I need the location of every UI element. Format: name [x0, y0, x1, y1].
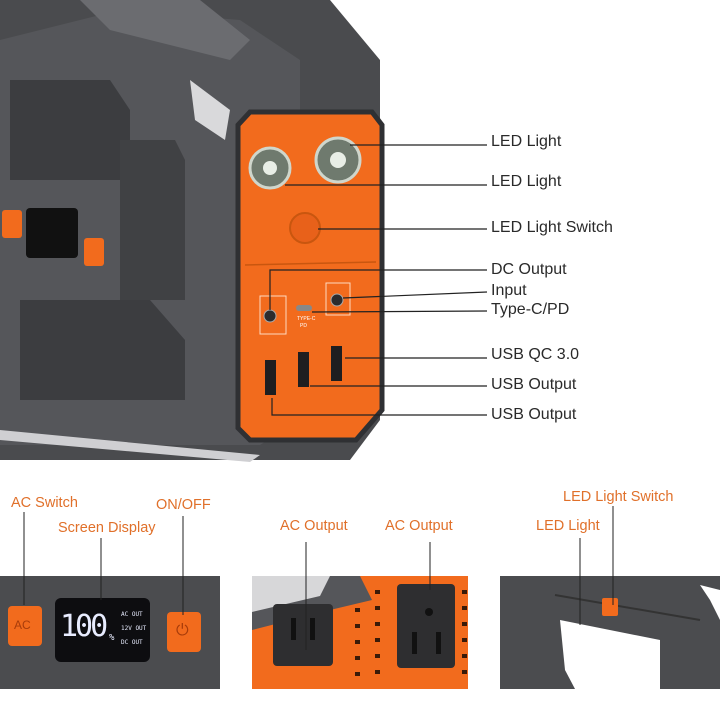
indicator-dc-out: DC OUT — [121, 639, 143, 646]
callout-usb-output-2: USB Output — [491, 406, 577, 423]
callout-dc-output: DC Output — [491, 261, 567, 278]
ac-button[interactable]: AC — [14, 618, 31, 632]
label-ac-output-2: AC Output — [385, 518, 453, 534]
input-port-icon — [330, 293, 344, 307]
led-light-icon — [248, 136, 362, 190]
indicator-ac-out: AC OUT — [121, 611, 143, 618]
bottom-callout-lines — [23, 506, 614, 650]
usb-port-icon — [298, 352, 309, 387]
callout-usb-output-1: USB Output — [491, 376, 577, 393]
callout-led-light-switch: LED Light Switch — [491, 219, 613, 236]
callout-led-light-2: LED Light — [491, 173, 562, 190]
callout-usb-qc3: USB QC 3.0 — [491, 346, 580, 363]
typec-port-icon — [296, 305, 312, 311]
ac-outlet-icon — [397, 584, 455, 668]
label-ac-switch: AC Switch — [11, 495, 78, 511]
led-switch-icon — [289, 212, 321, 244]
label-screen-display: Screen Display — [58, 520, 156, 536]
percent-sign: % — [109, 633, 115, 643]
callout-lines — [269, 144, 488, 416]
label-on-off: ON/OFF — [156, 497, 211, 513]
label-led-light: LED Light — [536, 518, 600, 534]
svg-text:PD: PD — [300, 323, 307, 329]
battery-percent: 100 — [60, 609, 108, 644]
callout-led-light-1: LED Light — [491, 133, 562, 150]
ac-outlet-icon — [273, 604, 333, 666]
usb-port-icon — [265, 360, 276, 395]
indicator-12v-out: 12V OUT — [121, 625, 147, 632]
usb-port-icon — [331, 346, 342, 381]
label-ac-output-1: AC Output — [280, 518, 348, 534]
label-led-light-switch: LED Light Switch — [563, 489, 674, 505]
svg-text:TYPE-C: TYPE-C — [297, 316, 316, 322]
dc-port-icon — [263, 309, 277, 323]
callout-input: Input — [491, 282, 527, 299]
power-button-icon[interactable]: ⏻ — [176, 622, 189, 639]
callout-type-c-pd: Type-C/PD — [491, 301, 570, 318]
led-switch-icon — [602, 598, 618, 616]
